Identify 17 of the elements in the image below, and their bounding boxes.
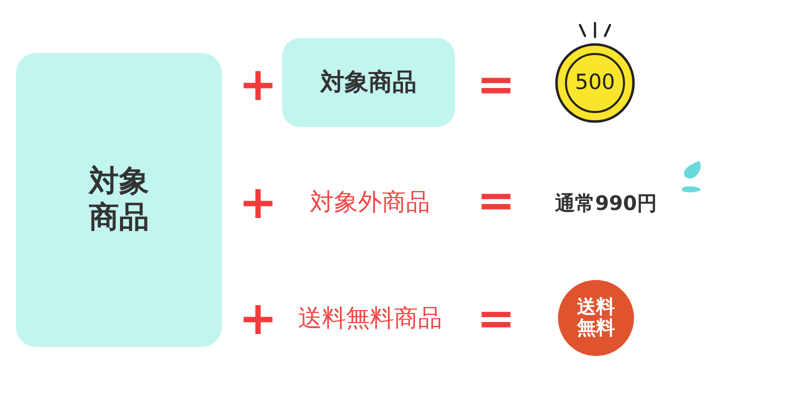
free-shipping-badge <box>558 280 634 356</box>
badge-text: 送料無料 <box>576 297 616 339</box>
category-box <box>16 53 222 347</box>
plus-sign: + <box>238 61 278 107</box>
box-label: 対象商品 <box>87 164 150 236</box>
category-text: 送料無料商品 <box>298 306 442 330</box>
category-text: 対象外商品 <box>310 190 430 214</box>
equals-sign: = <box>476 295 516 341</box>
equals-sign: = <box>476 177 516 223</box>
box-label: 対象商品 <box>320 68 416 97</box>
coin-value: 500 <box>574 70 616 96</box>
price-text: 通常990円 <box>555 193 657 213</box>
plus-sign: + <box>238 295 278 341</box>
coin-badge <box>555 43 635 123</box>
plus-sign: + <box>238 179 278 225</box>
category-box <box>282 38 455 127</box>
equals-sign: = <box>476 61 516 107</box>
